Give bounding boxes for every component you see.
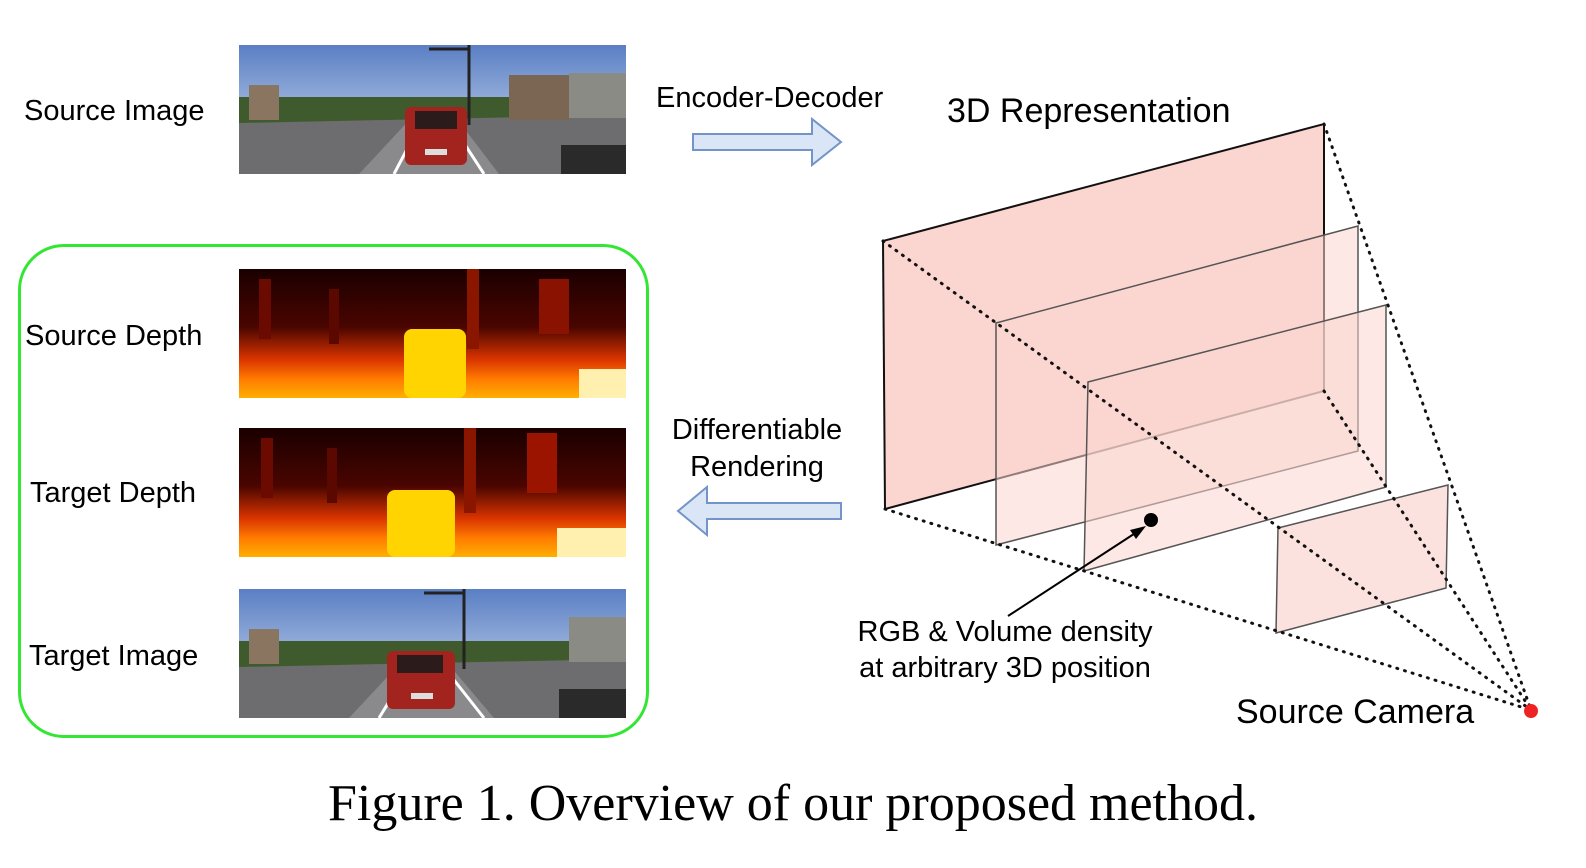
pointer-arrow-icon (1007, 526, 1146, 617)
target-depth-heatmap (239, 428, 626, 557)
source-image-label: Source Image (24, 95, 205, 127)
figure-caption: Figure 1. Overview of our proposed metho… (327, 775, 1259, 832)
frustum-lines (881, 122, 1533, 712)
plane-front (1275, 484, 1449, 634)
left-arrow-icon (676, 484, 842, 538)
output-group-frame (18, 244, 649, 738)
camera-dot (1524, 704, 1538, 718)
differentiable-rendering-label-line2: Rendering (690, 451, 824, 483)
rgb-density-label-line1: RGB & Volume density (857, 616, 1153, 648)
differentiable-rendering-label-line1: Differentiable (671, 414, 843, 446)
rgb-density-label-line2: at arbitrary 3D position (859, 652, 1151, 684)
source-camera-label: Source Camera (1236, 693, 1475, 731)
source-depth-heatmap (239, 269, 626, 398)
target-image-label: Target Image (29, 640, 199, 672)
right-arrow-icon (692, 116, 843, 168)
source-depth-label: Source Depth (25, 320, 203, 352)
source-image-photo (239, 45, 626, 174)
target-image-photo (239, 589, 626, 718)
representation-3d-label: 3D Representation (947, 92, 1231, 130)
sample-point (1144, 513, 1158, 527)
target-depth-label: Target Depth (30, 477, 197, 509)
encoder-decoder-label: Encoder-Decoder (656, 82, 884, 114)
